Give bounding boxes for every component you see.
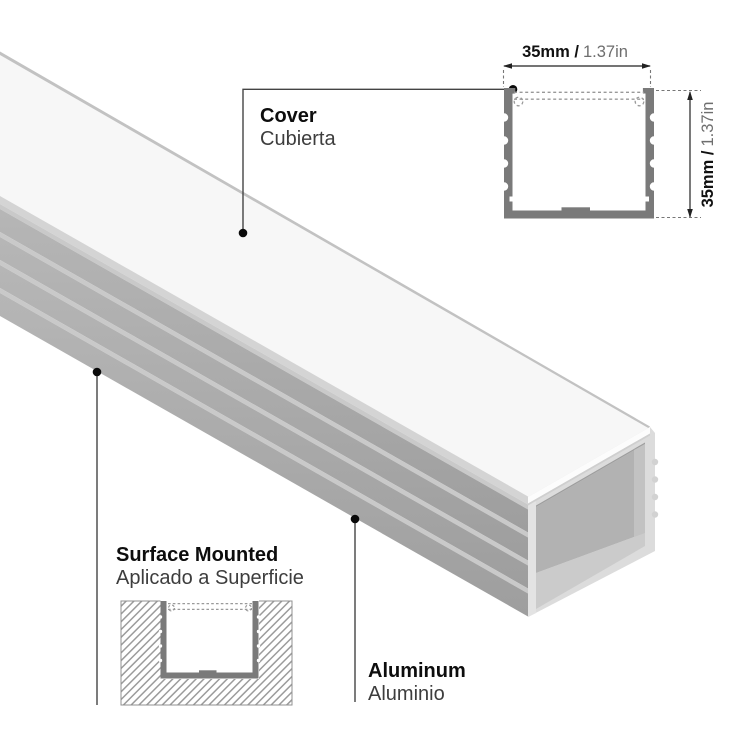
cover-leader-dot — [238, 228, 248, 238]
mini-left-wall — [160, 601, 167, 673]
arrow-down — [687, 209, 693, 218]
cover-clip-hook-left — [513, 96, 524, 107]
cover-top-face — [0, 55, 650, 497]
section-base — [504, 210, 654, 219]
cover-cut-edge — [528, 427, 650, 504]
mini-base-center-step — [199, 670, 217, 673]
cross-section-diagram: 35mm /1.37in 35mm /1.37in — [499, 43, 717, 219]
width-dimension-text: 35mm /1.37in — [522, 43, 628, 61]
mounting-cavity — [160, 600, 259, 679]
cover-label: Cover Cubierta — [260, 105, 336, 151]
width-dimension: 35mm /1.37in — [502, 43, 652, 87]
mini-clip-hook-left — [167, 604, 176, 612]
aluminum-label: Aluminum Aluminio — [368, 660, 466, 706]
cavity-back-wall — [536, 444, 645, 573]
leader-lines — [96, 88, 511, 705]
arrow-right — [642, 63, 651, 69]
section-right-wall — [645, 88, 654, 211]
mini-cover-dashed — [167, 602, 253, 612]
aluminum-label-subtitle: Aluminio — [368, 683, 445, 705]
mini-right-wall — [252, 601, 259, 673]
cavity-right-inner-wall — [634, 444, 645, 540]
leader-dots — [92, 85, 518, 524]
surface-mounted-label-title: Surface Mounted — [116, 544, 279, 566]
aluminum-leader-dot — [350, 514, 360, 524]
height-dimension: 35mm /1.37in — [656, 89, 717, 219]
section-left-clip-tab — [512, 88, 516, 94]
arrow-left — [503, 63, 512, 69]
section-ridge-notches — [499, 113, 659, 202]
arrow-up — [687, 91, 693, 100]
cover-label-subtitle: Cubierta — [260, 128, 336, 150]
profile-end-face — [528, 427, 659, 617]
section-left-wall — [504, 88, 513, 211]
side-fins — [0, 196, 528, 617]
surface-mounted-label: Surface Mounted Aplicado a Superficie — [116, 544, 304, 590]
mini-base — [160, 672, 259, 679]
profile-3d — [0, 51, 659, 617]
section-right-clip-tab — [642, 88, 646, 94]
height-dimension-text: 35mm /1.37in — [699, 102, 717, 208]
surface-mounted-leader-dot — [92, 367, 102, 377]
front-wall-cut-face — [528, 497, 536, 617]
cavity-top-seam — [536, 442, 645, 507]
surface-mounted-diagram — [120, 600, 293, 706]
mini-clip-hook-right — [244, 604, 253, 612]
cover-label-title: Cover — [260, 105, 317, 127]
section-base-center-step — [561, 207, 590, 211]
mini-ridge-notches — [158, 615, 261, 663]
surface-mounted-label-subtitle: Aplicado a Superficie — [116, 567, 304, 589]
aluminum-label-title: Aluminum — [368, 660, 466, 682]
cover-leader-line — [242, 88, 511, 233]
cover-cut-edge-shadow — [528, 433, 650, 506]
cover-clip-hook-right — [634, 96, 645, 107]
section-cover-dashed — [513, 91, 645, 107]
cavity-floor — [536, 533, 645, 609]
end-ridge-bumps — [651, 458, 659, 518]
